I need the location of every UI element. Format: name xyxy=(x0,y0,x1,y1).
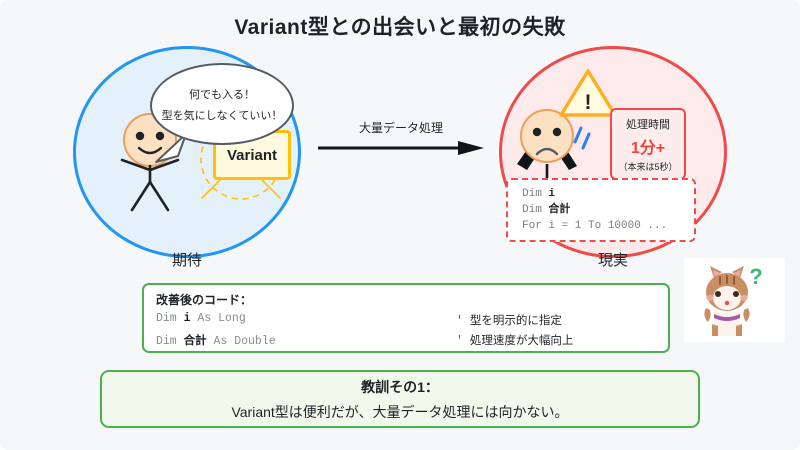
improved-code-comment: '型を明示的に指定 xyxy=(456,315,562,328)
bad-code-line: Dim 合計 xyxy=(522,204,571,216)
speech-bubble-line-1: 何でも入る！ xyxy=(189,88,255,101)
processing-time-note: （本来は5秒） xyxy=(618,161,678,172)
sad-stick-figure xyxy=(517,109,591,188)
warning-triangle-icon: ! xyxy=(559,69,617,117)
improved-code-box xyxy=(142,283,670,353)
bad-code-line: Dim i xyxy=(522,188,556,200)
processing-time-value: 1分+ xyxy=(630,139,666,157)
improved-code-title: 改善後のコード： xyxy=(156,293,253,307)
processing-time-title: 処理時間 xyxy=(626,118,670,131)
variant-type-label: Variant xyxy=(226,146,278,164)
process-arrow xyxy=(318,141,484,155)
lesson-box: 教訓その1： Variant型は便利だが、大量データ処理には向かない。 xyxy=(100,370,700,428)
svg-text:!: ! xyxy=(585,91,592,114)
lesson-heading: 教訓その1： xyxy=(361,378,439,395)
improved-code-line: Dim i As Long xyxy=(156,312,246,325)
arrow-label: 大量データ処理 xyxy=(358,121,443,135)
processing-time-box: 処理時間 1分+ （本来は5秒） xyxy=(610,108,686,180)
lesson-body: Variant型は便利だが、大量データ処理には向かない。 xyxy=(231,403,569,420)
speech-bubble-line-2: 型を気にしなくていい！ xyxy=(161,109,283,122)
speech-bubble-tail xyxy=(155,133,187,163)
improved-code-line: Dim 合計 As Double xyxy=(156,335,276,348)
expectation-label: 期待 xyxy=(171,252,202,269)
improved-code-comment: '処理速度が大幅向上 xyxy=(456,335,574,348)
question-mark-icon: ? xyxy=(749,264,762,289)
page-title: Variant型との出会いと最初の失敗 xyxy=(234,16,566,39)
bad-code-box: Dim i Dim 合計 For i = 1 To 10000 ... xyxy=(506,178,696,242)
bad-code-line: For i = 1 To 10000 ... xyxy=(522,220,668,232)
reality-label: 現実 xyxy=(597,252,628,269)
speech-bubble: 何でも入る！ 型を気にしなくていい！ xyxy=(150,63,294,145)
confused-cat-illustration: ? xyxy=(684,258,785,342)
